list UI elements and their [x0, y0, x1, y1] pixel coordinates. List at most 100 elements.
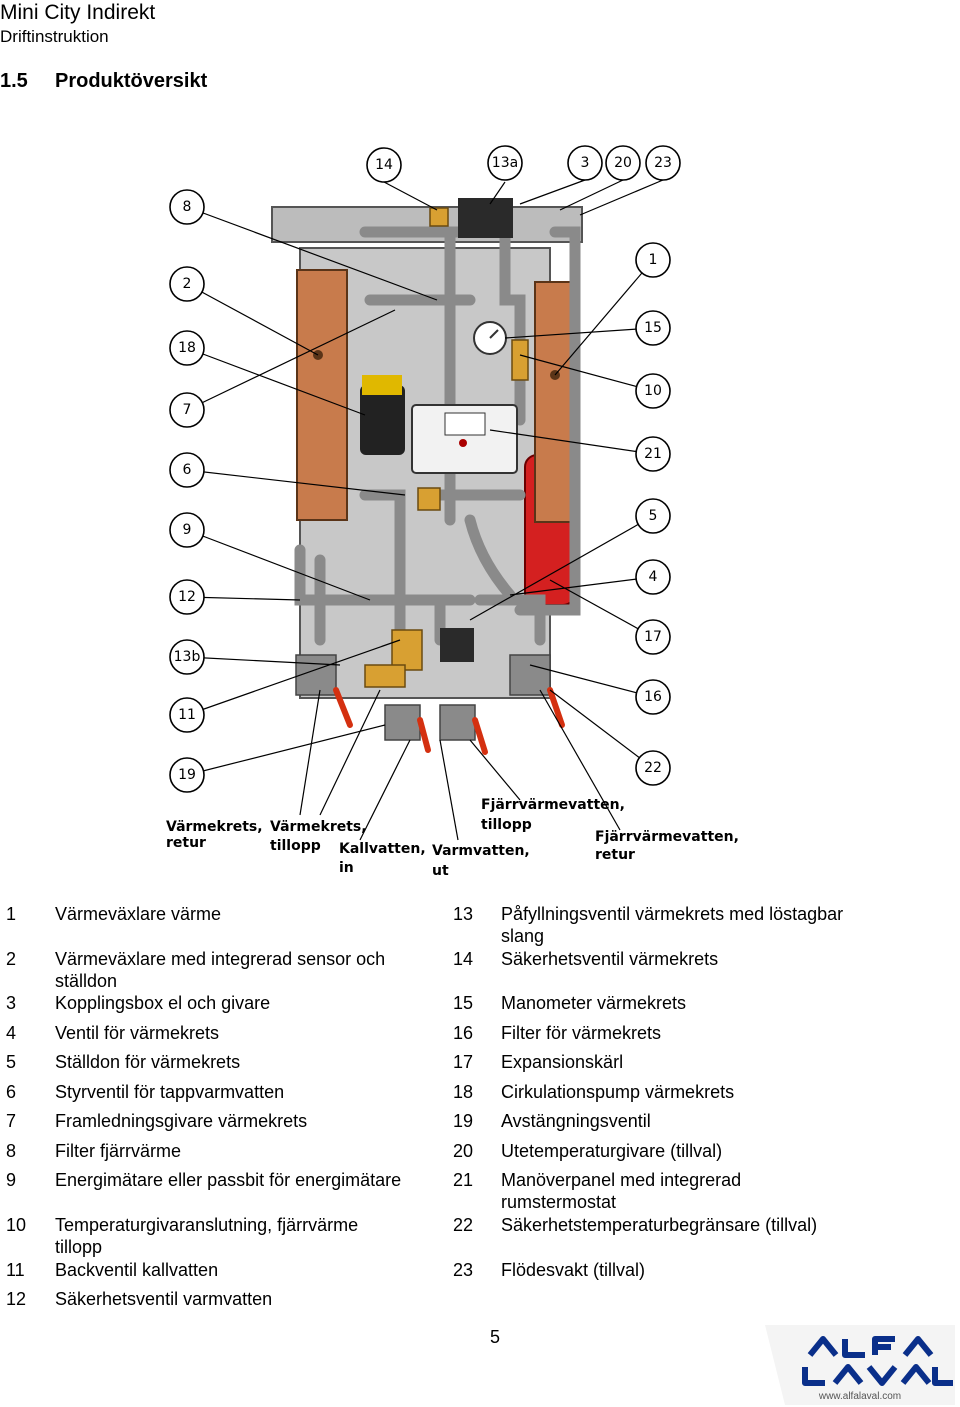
callout-19-label: 19: [178, 767, 196, 783]
callout-9-label: 9: [183, 522, 192, 538]
callout-8-label: 8: [183, 199, 192, 215]
legend-right-18: 18 Cirkulationspump värmekrets: [453, 1081, 893, 1105]
legend-right-14: 14 Säkerhetsventil värmekrets: [453, 948, 893, 972]
legend-text: Filter fjärrvärme: [55, 1141, 182, 1161]
legend-number: 3: [6, 993, 17, 1013]
callout-4: [635, 559, 671, 595]
legend-number: 9: [6, 1170, 17, 1190]
legend-right-19: 19 Avstängningsventil: [453, 1110, 893, 1134]
legend-text: Säkerhetsventil varmvatten: [55, 1289, 273, 1309]
legend-number: 7: [6, 1111, 17, 1131]
legend-text: Säkerhetsventil värmekrets: [501, 949, 719, 969]
legend-number: 18: [453, 1082, 474, 1102]
label-kv-in-1: Kallvatten,: [339, 841, 426, 857]
legend-right-13: 13 Påfyllningsventil värmekrets med löst…: [453, 903, 893, 947]
legend-right-15: 15 Manometer värmekrets: [453, 992, 893, 1016]
legend-number: 8: [6, 1141, 17, 1161]
legend-left-7: 7 Framledningsgivare värmekrets: [6, 1110, 446, 1134]
legend-text: Kopplingsbox el och givare: [55, 993, 271, 1013]
legend-text: Ställdon för värmekrets: [55, 1052, 241, 1072]
callout-14-label: 14: [375, 157, 393, 173]
legend-right-21: 21 Manöverpanel med integrerad rumstermo…: [453, 1169, 893, 1213]
legend-number: 23: [453, 1260, 474, 1280]
callout-6-label: 6: [183, 462, 192, 478]
legend-left-11: 11 Backventil kallvatten: [6, 1259, 446, 1283]
legend-left-3: 3 Kopplingsbox el och givare: [6, 992, 446, 1016]
legend-number: 19: [453, 1111, 474, 1131]
legend-text: Cirkulationspump värmekrets: [501, 1082, 735, 1102]
callout-7-label: 7: [183, 402, 192, 418]
legend-number: 21: [453, 1170, 474, 1190]
callout-10-label: 10: [644, 383, 662, 399]
legend-text: Säkerhetstemperaturbegränsare (tillval): [501, 1215, 818, 1235]
label-fv-retur-2: retur: [595, 847, 635, 863]
legend-right-17: 17 Expansionskärl: [453, 1051, 893, 1075]
legend-number: 6: [6, 1082, 17, 1102]
callout-15: [635, 310, 671, 346]
callout-12-label: 12: [178, 589, 196, 605]
callout-6: [169, 452, 205, 488]
legend-right-22: 22 Säkerhetstemperaturbegränsare (tillva…: [453, 1214, 913, 1238]
callout-20-label: 20: [614, 155, 632, 171]
callout-22: [635, 750, 671, 786]
legend-left-5: 5 Ställdon för värmekrets: [6, 1051, 446, 1075]
callout-16-label: 16: [644, 689, 662, 705]
section-title: Produktöversikt: [55, 70, 208, 92]
callout-14: [366, 147, 402, 183]
logo-url: www.alfalaval.com: [818, 1391, 901, 1402]
callout-5-label: 5: [649, 508, 658, 524]
legend-left-1: 1 Värmeväxlare värme: [6, 903, 446, 927]
legend-text: Påfyllningsventil värmekrets med löstagb…: [501, 904, 844, 946]
callout-13a: [487, 145, 523, 181]
legend-text: Expansionskärl: [501, 1052, 624, 1072]
callout-18-label: 18: [178, 340, 196, 356]
callout-12: [169, 579, 205, 615]
callout-5: [635, 498, 671, 534]
legend-left-6: 6 Styrventil för tappvarmvatten: [6, 1081, 446, 1105]
callout-21-label: 21: [644, 446, 662, 462]
label-vk-retur-1: Värmekrets,: [166, 819, 263, 835]
callout-17-label: 17: [644, 629, 662, 645]
legend-text: Styrventil för tappvarmvatten: [55, 1082, 285, 1102]
section-number: 1.5: [0, 70, 28, 92]
legend-left-2: 2 Värmeväxlare med integrerad sensor och…: [6, 948, 446, 992]
callout-13a-label: 13a: [492, 155, 518, 171]
label-fv-tillopp-2: tillopp: [481, 817, 532, 833]
alfa-laval-logo: www.alfalaval.com: [765, 1325, 955, 1405]
callout-19: [169, 757, 205, 793]
label-vk-tillopp-1: Värmekrets,: [270, 819, 367, 835]
legend-number: 2: [6, 949, 17, 969]
callout-4-label: 4: [649, 569, 658, 585]
callout-2: [169, 266, 205, 302]
legend-text: Ventil för värmekrets: [55, 1023, 220, 1043]
label-vk-tillopp-2: tillopp: [270, 838, 321, 854]
heat-exchanger-left: [296, 269, 348, 521]
legend-left-8: 8 Filter fjärrvärme: [6, 1140, 446, 1164]
label-vk-retur-2: retur: [166, 835, 206, 851]
callout-15-label: 15: [644, 320, 662, 336]
callout-9: [169, 512, 205, 548]
legend-number: 10: [6, 1215, 27, 1235]
page-number: 5: [490, 1327, 501, 1347]
callout-3-label: 3: [581, 155, 590, 171]
legend-text: Avstängningsventil: [501, 1111, 651, 1131]
callout-13b: [169, 639, 205, 675]
legend-number: 13: [453, 904, 474, 924]
legend-number: 20: [453, 1141, 474, 1161]
callout-16: [635, 679, 671, 715]
callout-3: [567, 145, 603, 181]
document-title: Mini City Indirekt: [0, 1, 156, 24]
legend-number: 22: [453, 1215, 474, 1235]
legend-text: Värmeväxlare med integrerad sensor och s…: [55, 949, 386, 991]
callout-10: [635, 373, 671, 409]
callout-8: [169, 189, 205, 225]
callout-11: [169, 697, 205, 733]
legend-text: Energimätare eller passbit för energimät…: [55, 1170, 402, 1190]
callout-1-label: 1: [649, 252, 658, 268]
legend-number: 5: [6, 1052, 17, 1072]
legend-number: 12: [6, 1289, 27, 1309]
callout-7: [169, 392, 205, 428]
label-kv-in-2: in: [339, 860, 354, 876]
legend-number: 4: [6, 1023, 17, 1043]
legend-right-16: 16 Filter för värmekrets: [453, 1022, 893, 1046]
